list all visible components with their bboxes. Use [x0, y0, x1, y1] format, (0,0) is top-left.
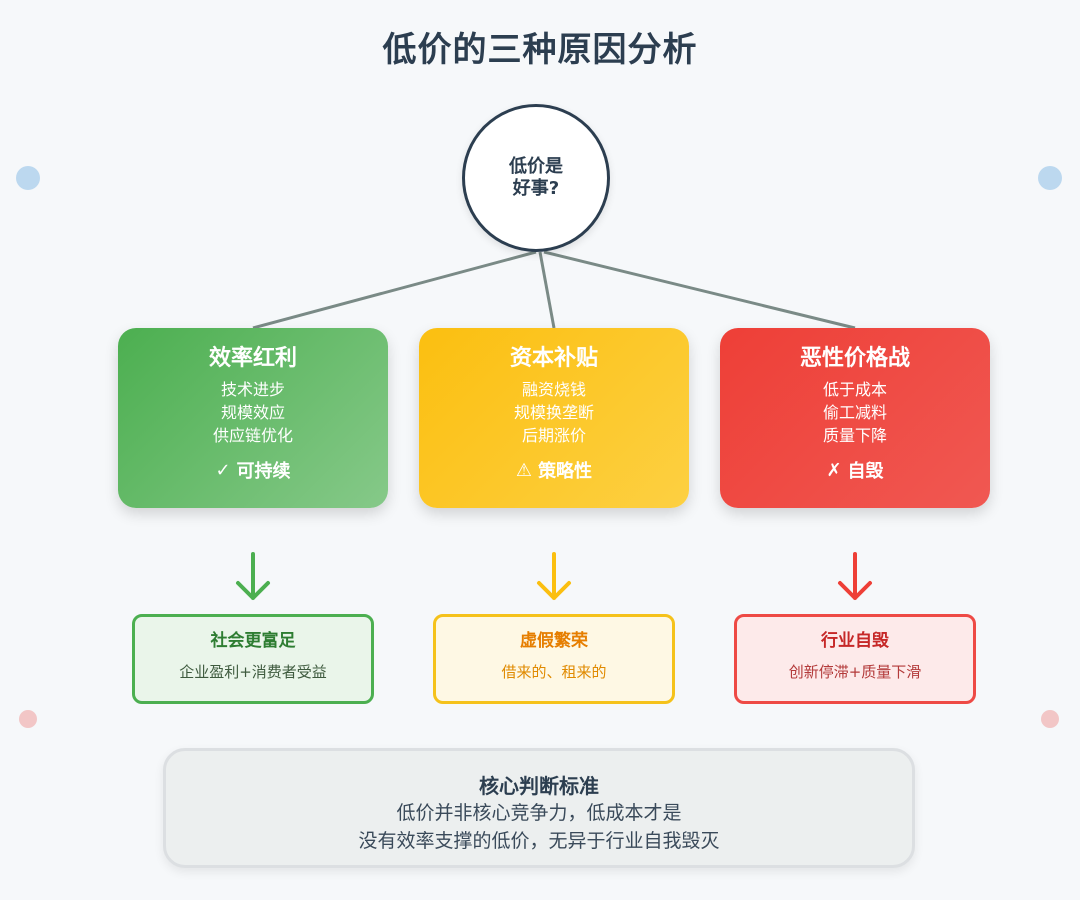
branch-item-list: 融资烧钱 规模换垄断 后期涨价	[514, 378, 594, 447]
question-line-2: 好事?	[512, 178, 560, 199]
branch-item: 质量下降	[822, 426, 887, 445]
branch-verdict: ⚠ 策略性	[516, 457, 592, 483]
outcome-title: 虚假繁荣	[520, 631, 588, 651]
question-line-1: 低价是	[509, 156, 563, 177]
branch-title: 恶性价格战	[799, 346, 910, 371]
outcome-box-false-boom: 虚假繁荣 借来的、租来的	[433, 614, 675, 704]
connector-line-left	[252, 250, 537, 330]
outcome-desc: 借来的、租来的	[501, 663, 607, 681]
connector-line-right	[543, 250, 856, 330]
branch-card-efficiency: 效率红利 技术进步 规模效应 供应链优化 ✓ 可持续	[118, 328, 388, 508]
outcome-title: 社会更富足	[210, 631, 296, 651]
branch-title: 效率红利	[208, 346, 297, 371]
decor-dot-pink-left	[19, 710, 37, 728]
core-line-1: 低价并非核心竞争力，低成本才是	[396, 802, 682, 824]
down-arrow-icon	[537, 552, 571, 600]
core-title: 核心判断标准	[479, 774, 599, 798]
center-question-circle: 低价是 好事?	[462, 104, 610, 252]
decor-dot-blue-left	[16, 166, 40, 190]
outcome-desc: 企业盈利+消费者受益	[179, 663, 327, 681]
verdict-label: 自毁	[847, 461, 884, 482]
branch-item: 融资烧钱	[521, 380, 586, 399]
verdict-label: 策略性	[538, 461, 593, 482]
outcome-desc: 创新停滞+质量下滑	[788, 663, 922, 681]
branch-item-list: 低于成本 偷工减料 质量下降	[823, 378, 887, 447]
branch-title: 资本补贴	[509, 346, 598, 371]
outcome-box-prosperity: 社会更富足 企业盈利+消费者受益	[132, 614, 374, 704]
page-title: 低价的三种原因分析	[382, 30, 698, 70]
branch-item: 规模换垄断	[513, 403, 594, 422]
branch-item: 技术进步	[220, 380, 285, 399]
branch-card-subsidy: 资本补贴 融资烧钱 规模换垄断 后期涨价 ⚠ 策略性	[419, 328, 689, 508]
connector-line-middle	[538, 251, 556, 329]
branch-verdict: ✗ 自毁	[826, 457, 883, 483]
branch-item-list: 技术进步 规模效应 供应链优化	[213, 378, 293, 447]
branch-verdict: ✓ 可持续	[215, 457, 290, 483]
core-line-2: 没有效率支撑的低价，无异于行业自我毁灭	[358, 830, 720, 852]
branch-item: 偷工减料	[822, 403, 887, 422]
branch-item: 低于成本	[822, 380, 887, 399]
core-criterion-box: 核心判断标准 低价并非核心竞争力，低成本才是 没有效率支撑的低价，无异于行业自我…	[163, 748, 915, 868]
cross-icon: ✗	[826, 459, 842, 481]
outcome-title: 行业自毁	[821, 631, 889, 651]
down-arrow-icon	[236, 552, 270, 600]
branch-item: 供应链优化	[212, 426, 293, 445]
check-icon: ✓	[215, 459, 231, 481]
branch-item: 规模效应	[220, 403, 285, 422]
branch-item: 后期涨价	[521, 426, 586, 445]
decor-dot-blue-right	[1038, 166, 1062, 190]
warning-icon: ⚠	[515, 459, 533, 481]
branch-card-price-war: 恶性价格战 低于成本 偷工减料 质量下降 ✗ 自毁	[720, 328, 990, 508]
verdict-label: 可持续	[236, 461, 291, 482]
down-arrow-icon	[838, 552, 872, 600]
decor-dot-pink-right	[1041, 710, 1059, 728]
outcome-box-self-destruction: 行业自毁 创新停滞+质量下滑	[734, 614, 976, 704]
